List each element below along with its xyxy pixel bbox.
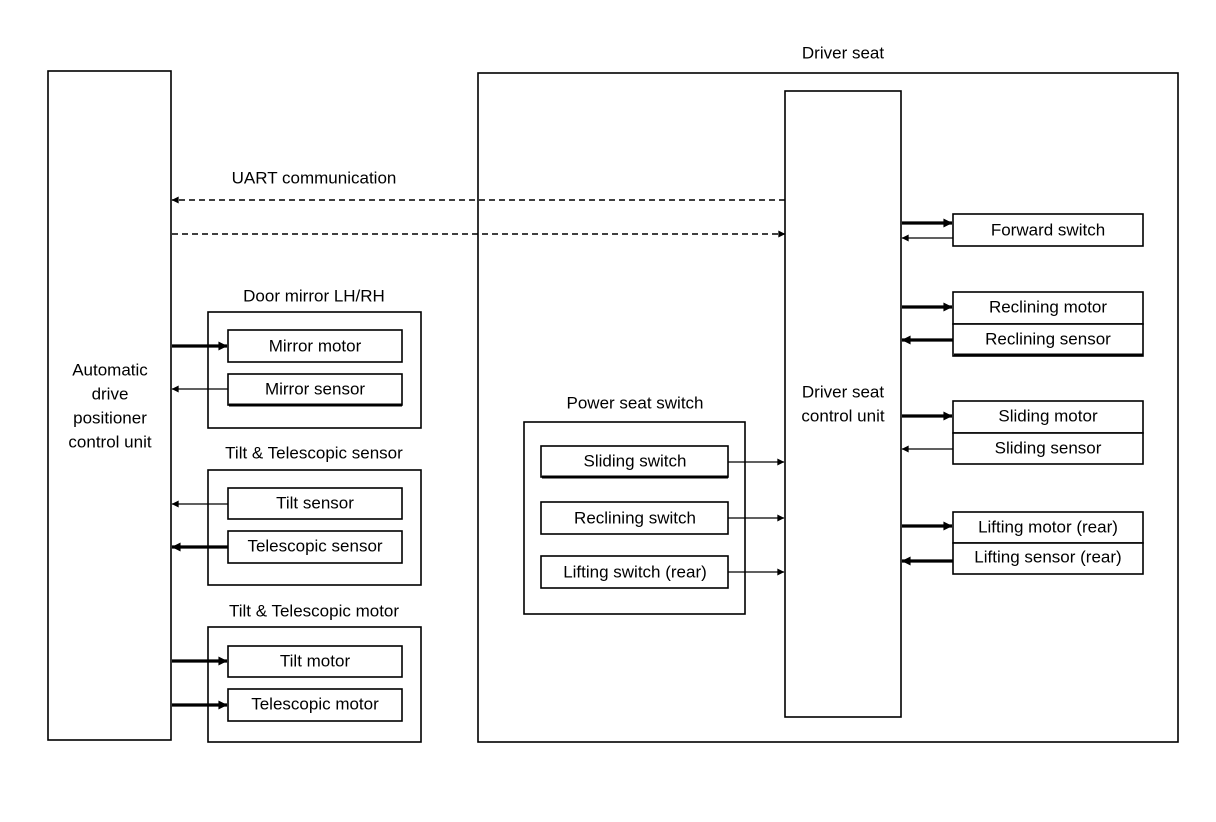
tilt-tele-motor-group: Tilt & Telescopic motor Tilt motor Teles… xyxy=(172,601,422,743)
telescopic-sensor-label: Telescopic sensor xyxy=(247,536,382,555)
mirror-sensor-label: Mirror sensor xyxy=(265,379,365,398)
tilt-sensor-box xyxy=(227,487,403,520)
tilt-tele-sensor-title: Tilt & Telescopic sensor xyxy=(225,443,403,462)
forward-switch-label: Forward switch xyxy=(991,220,1105,239)
sliding-switch-box xyxy=(540,445,729,478)
driver-seat-title: Driver seat xyxy=(802,43,884,62)
tilt-motor-label: Tilt motor xyxy=(280,651,351,670)
adp-label-line-4: control unit xyxy=(68,432,151,451)
reclining-sensor-box xyxy=(952,323,1144,357)
lifting-group: Lifting motor (rear) Lifting sensor (rea… xyxy=(901,511,1144,575)
sliding-motor-box xyxy=(952,400,1144,434)
sliding-switch-label: Sliding switch xyxy=(584,451,687,470)
lifting-switch-label: Lifting switch (rear) xyxy=(563,562,707,581)
sliding-motor-label: Sliding motor xyxy=(998,406,1098,425)
mirror-motor-label: Mirror motor xyxy=(269,336,362,355)
forward-switch-group: Forward switch xyxy=(901,213,1144,247)
telescopic-sensor-box xyxy=(227,530,403,564)
dsc-label-line-2: control unit xyxy=(801,406,884,425)
driver-seat-control-unit: Driver seat control unit xyxy=(784,90,902,718)
lifting-sensor-label: Lifting sensor (rear) xyxy=(974,547,1121,566)
door-mirror-title: Door mirror LH/RH xyxy=(243,286,385,305)
power-seat-switch-title: Power seat switch xyxy=(567,393,704,412)
reclining-group: Reclining motor Reclining sensor xyxy=(901,291,1144,357)
tilt-sensor-label: Tilt sensor xyxy=(276,493,354,512)
adp-label-line-1: Automatic xyxy=(72,360,148,379)
door-mirror-group: Door mirror LH/RH Mirror motor Mirror se… xyxy=(171,286,422,429)
dsc-label-line-1: Driver seat xyxy=(802,382,884,401)
tilt-tele-motor-title: Tilt & Telescopic motor xyxy=(229,601,399,620)
reclining-switch-label: Reclining switch xyxy=(574,508,696,527)
reclining-switch-box xyxy=(540,501,729,535)
uart-label: UART communication xyxy=(232,168,397,187)
adp-control-unit: Automatic drive positioner control unit xyxy=(47,70,172,741)
telescopic-motor-box xyxy=(227,688,403,722)
sliding-sensor-label: Sliding sensor xyxy=(995,438,1102,457)
power-seat-switch-group: Power seat switch Sliding switch Reclini… xyxy=(523,393,785,615)
sliding-group: Sliding motor Sliding sensor xyxy=(901,400,1144,465)
forward-switch-box xyxy=(952,213,1144,247)
uart-communication: UART communication xyxy=(171,168,786,238)
sliding-sensor-box xyxy=(952,432,1144,465)
telescopic-motor-label: Telescopic motor xyxy=(251,694,379,713)
reclining-motor-label: Reclining motor xyxy=(989,297,1107,316)
adp-label-line-3: positioner xyxy=(73,408,147,427)
adp-label-line-2: drive xyxy=(92,384,129,403)
lifting-motor-label: Lifting motor (rear) xyxy=(978,517,1118,536)
mirror-motor-box xyxy=(227,329,403,363)
tilt-tele-sensor-group: Tilt & Telescopic sensor Tilt sensor Tel… xyxy=(171,443,422,586)
reclining-sensor-label: Reclining sensor xyxy=(985,329,1111,348)
tilt-motor-box xyxy=(227,645,403,678)
lifting-motor-box xyxy=(952,511,1144,544)
lifting-sensor-box xyxy=(952,542,1144,575)
